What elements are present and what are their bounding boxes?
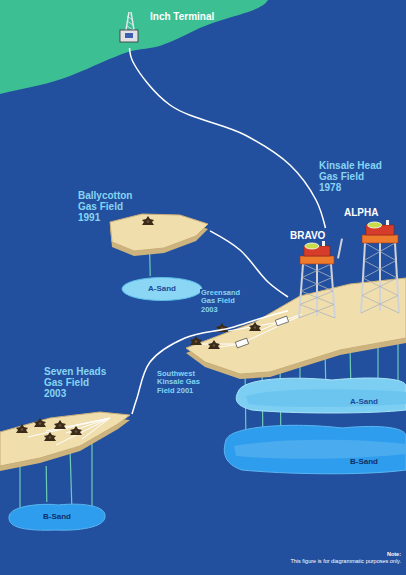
offshore-platform: BRAVO [288, 228, 338, 320]
platform-drawing [299, 241, 335, 318]
terminal-icon [120, 12, 138, 42]
pipeline [46, 466, 48, 502]
note-heading: Note: [386, 551, 402, 557]
kinsale-island [186, 278, 406, 379]
node-label: A-Sand [148, 285, 176, 294]
note-text: This figure is for diagrammatic purposes… [289, 558, 402, 564]
node-label: B-Sand [43, 513, 71, 522]
field-label: Kinsale Head Gas Field 1978 [318, 160, 386, 193]
pipeline [338, 239, 342, 259]
reservoir-sand: A-Sand [232, 374, 406, 414]
pipeline [210, 231, 288, 297]
node-shape [288, 228, 338, 320]
sand-layer [224, 425, 406, 473]
field-island [0, 412, 130, 471]
reservoir-sand: B-Sand [222, 420, 406, 476]
pipeline [149, 254, 151, 276]
sand-layer [122, 278, 202, 301]
offshore-platform: ALPHA [342, 205, 404, 317]
node-label: Inch Terminal [150, 11, 214, 22]
node-shape [232, 374, 406, 414]
field-label: Greensand Gas Field 2003 [200, 289, 248, 314]
node-shape [222, 420, 406, 476]
node-label: BRAVO [290, 230, 325, 241]
node-label: B-Sand [350, 458, 378, 467]
node-label: Ballycotton Gas Field 1991 [78, 190, 140, 223]
node-shape [342, 205, 404, 317]
node-label: Seven Heads Gas Field 2003 [44, 366, 110, 399]
platform-drawing [361, 220, 399, 313]
field-label: Southwest Kinsale Gas Field 2001 [156, 370, 202, 395]
node-label: ALPHA [344, 207, 378, 218]
pipeline [129, 48, 325, 228]
sand-layer [236, 378, 406, 413]
reservoir-sand: A-Sand [120, 276, 204, 302]
reservoir-sand: B-Sand [6, 502, 108, 532]
sand-layer [9, 504, 105, 530]
coastline [0, 0, 268, 94]
gas-field: Seven Heads Gas Field 2003 [0, 362, 132, 466]
node-label: A-Sand [350, 398, 378, 407]
field-island [110, 214, 208, 256]
gas-field: Ballycotton Gas Field 1991 [76, 188, 210, 254]
terminal: Inch Terminal [116, 8, 228, 48]
